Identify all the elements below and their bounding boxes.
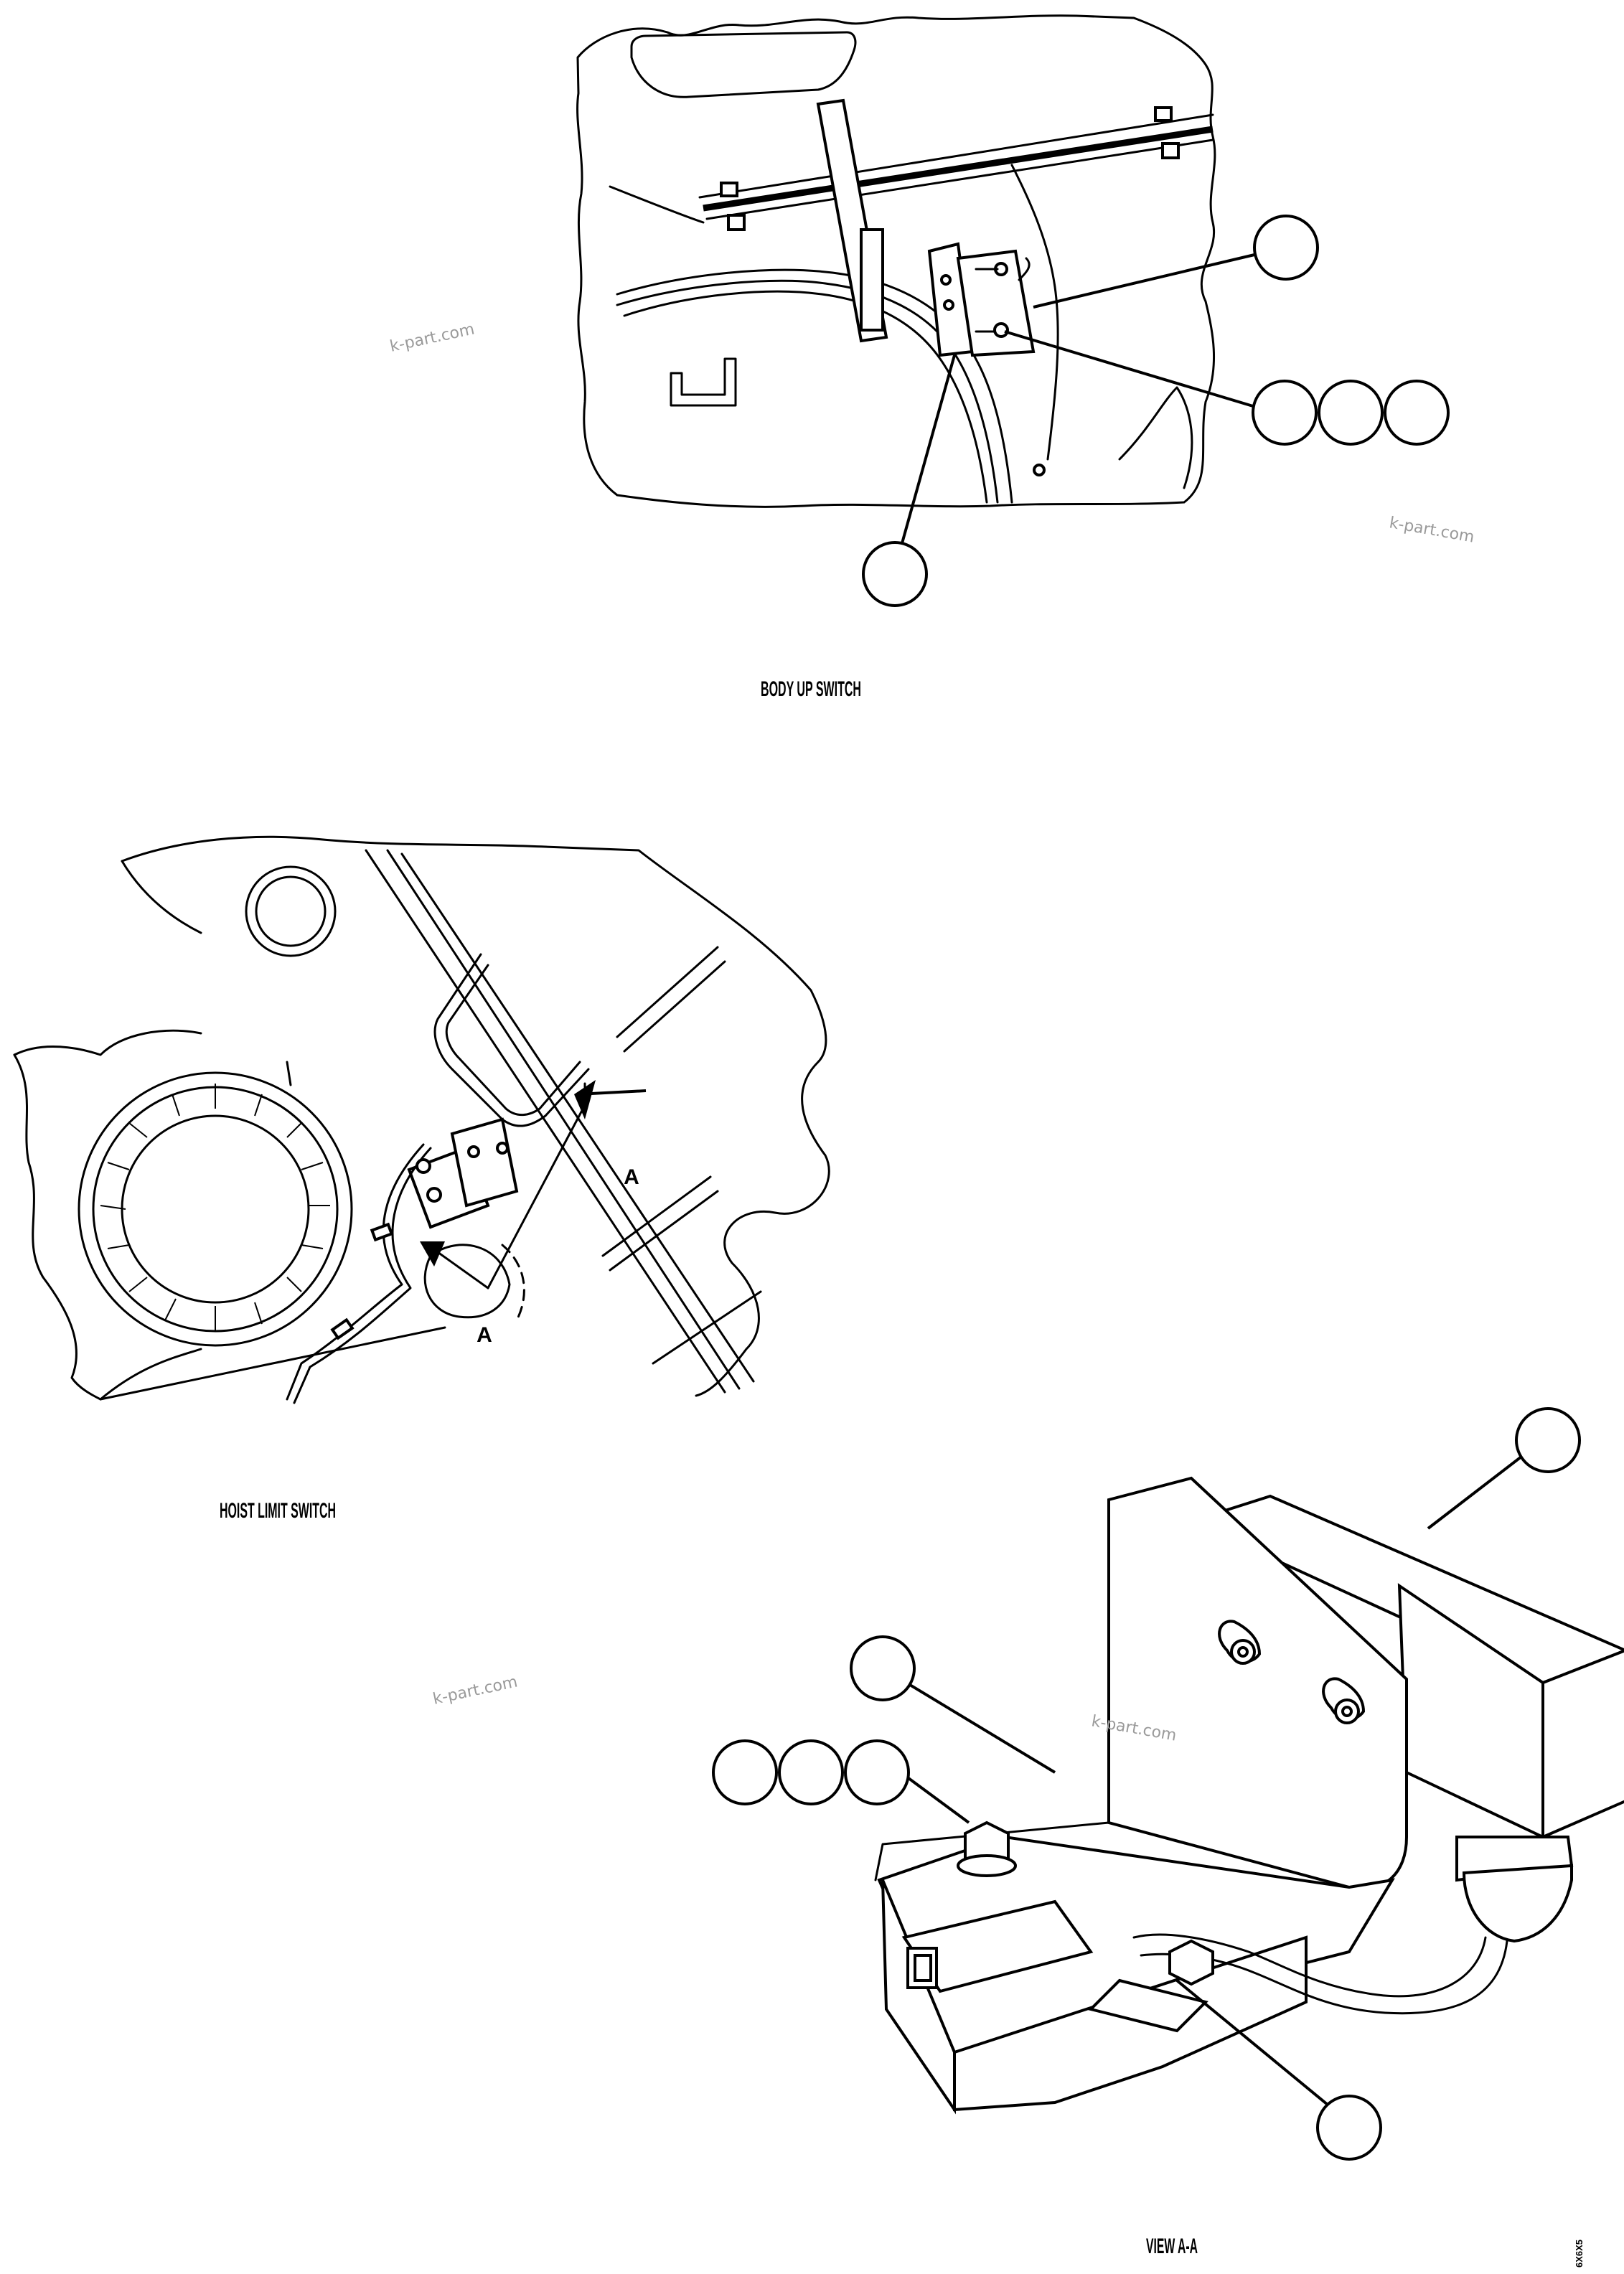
watermark: k-part.com <box>431 1673 519 1709</box>
callout-circle <box>778 1739 844 1805</box>
callout-circle <box>844 1739 910 1805</box>
view-aa-caption: VIEW A-A <box>1146 2235 1198 2258</box>
body-up-switch-illustration <box>576 14 1216 508</box>
section-marker-top: A <box>624 1165 639 1189</box>
watermark: k-part.com <box>388 321 476 356</box>
callout-circle <box>850 1635 916 1701</box>
callout-circle <box>712 1739 778 1805</box>
watermark: k-part.com <box>1388 514 1475 546</box>
view-aa-illustration <box>874 1476 1624 2115</box>
callout-circle <box>1318 380 1384 446</box>
drawing-code: 6X6X5 <box>1574 2240 1585 2268</box>
section-marker-bottom: A <box>477 1323 492 1347</box>
callout-circle <box>862 541 928 607</box>
body-up-switch-caption: BODY UP SWITCH <box>761 677 861 701</box>
hoist-limit-switch-illustration <box>13 835 830 1404</box>
callout-circle <box>1384 380 1450 446</box>
body-up-callouts <box>862 215 1450 607</box>
view-aa-callouts <box>712 1407 1581 2161</box>
callout-circle <box>1316 2095 1382 2161</box>
callout-circle <box>1515 1407 1581 1473</box>
callout-circle <box>1253 215 1319 281</box>
hoist-limit-switch-caption: HOIST LIMIT SWITCH <box>220 1499 336 1523</box>
callout-circle <box>1252 380 1318 446</box>
